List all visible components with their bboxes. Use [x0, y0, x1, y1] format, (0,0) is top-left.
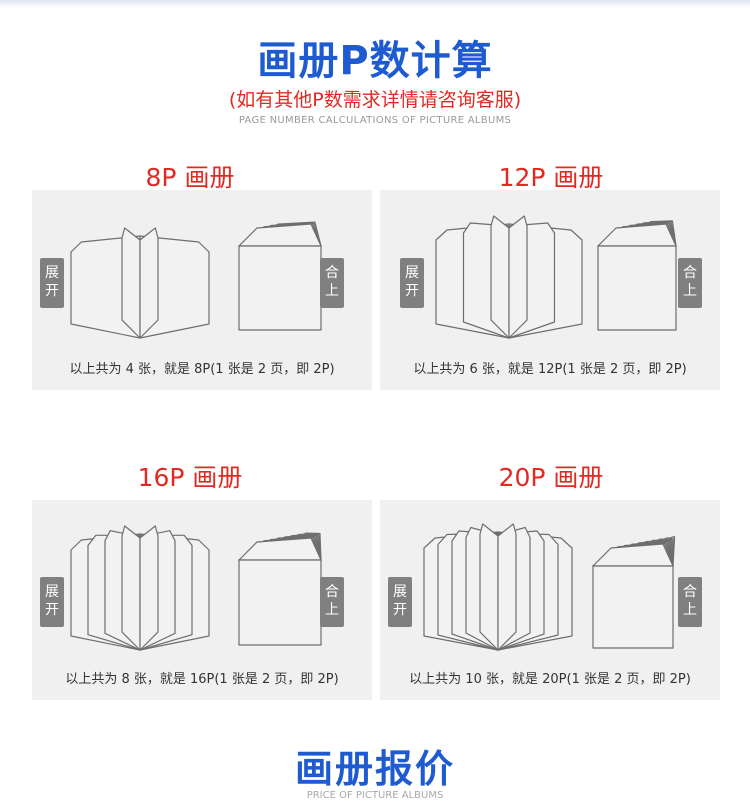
- open-tag: 展开: [400, 258, 424, 308]
- price-section-title: 画册报价: [294, 747, 455, 791]
- album-illustration-20p: [423, 523, 676, 651]
- album-illustration-8p: [70, 221, 322, 339]
- album-panel-12p: 展开 合上 以上共为 6 张，就是 12P(1 张是 2 页，即 2P): [380, 190, 720, 390]
- closed-album-page-edge: [238, 223, 322, 247]
- album-page-left: [121, 227, 141, 339]
- closed-tag: 合上: [678, 258, 702, 308]
- section-caption-16p: 以上共为 8 张，就是 16P(1 张是 2 页，即 2P): [65, 672, 339, 687]
- closed-album-cover: [597, 245, 677, 331]
- closed-album-cover: [238, 245, 322, 331]
- open-album-pages: [70, 525, 210, 651]
- section-title-12p: 12P 画册: [498, 163, 604, 192]
- album-page-left: [121, 525, 141, 651]
- open-tag: 展开: [40, 577, 64, 627]
- section-caption-20p: 以上共为 10 张，就是 20P(1 张是 2 页，即 2P): [409, 672, 691, 687]
- top-shadow: [0, 0, 750, 8]
- closed-tag: 合上: [678, 577, 702, 627]
- album-illustration-16p: [70, 525, 322, 651]
- section-title-20p: 20P 画册: [498, 463, 604, 492]
- open-album-pages: [70, 227, 210, 339]
- album-page-right: [508, 215, 528, 339]
- closed-album: [238, 221, 322, 331]
- album-illustration-12p: [435, 215, 677, 339]
- album-page-right: [139, 227, 159, 339]
- section-caption-8p: 以上共为 4 张，就是 8P(1 张是 2 页，即 2P): [69, 362, 335, 377]
- section-title-8p: 8P 画册: [145, 163, 235, 192]
- page-title: 画册P数计算: [257, 38, 493, 84]
- open-album-pages: [435, 215, 583, 339]
- closed-tag: 合上: [320, 577, 344, 627]
- price-english-subtitle: PRICE OF PICTURE ALBUMS: [306, 790, 444, 801]
- closed-album-cover: [592, 565, 674, 649]
- album-page-left: [490, 215, 510, 339]
- album-panel-16p: 展开 合上 以上共为 8 张，就是 16P(1 张是 2 页，即 2P): [32, 500, 372, 700]
- open-tag: 展开: [388, 577, 412, 627]
- closed-album: [597, 220, 677, 331]
- album-page-right: [139, 525, 159, 651]
- consult-note: (如有其他P数需求详情请咨询客服): [228, 89, 522, 111]
- album-panel-20p: 展开 合上 以上共为 10 张，就是 20P(1 张是 2 页，即 2P): [380, 500, 720, 700]
- closed-album: [238, 532, 322, 646]
- album-panel-8p: 展开 合上 以上共为 4 张，就是 8P(1 张是 2 页，即 2P): [32, 190, 372, 390]
- closed-album-page-edge: [597, 223, 677, 247]
- closed-album-page-edge: [238, 537, 322, 561]
- closed-album-cover: [238, 559, 322, 646]
- open-tag: 展开: [40, 258, 64, 308]
- closed-album-page-edge: [592, 543, 674, 567]
- album-page-left: [479, 523, 499, 651]
- section-caption-12p: 以上共为 6 张，就是 12P(1 张是 2 页，即 2P): [413, 362, 687, 377]
- english-subtitle: PAGE NUMBER CALCULATIONS OF PICTURE ALBU…: [238, 115, 512, 126]
- section-title-16p: 16P 画册: [137, 463, 243, 492]
- album-page-right: [497, 523, 517, 651]
- closed-album: [592, 535, 676, 649]
- closed-tag: 合上: [320, 258, 344, 308]
- open-album-pages: [423, 523, 573, 651]
